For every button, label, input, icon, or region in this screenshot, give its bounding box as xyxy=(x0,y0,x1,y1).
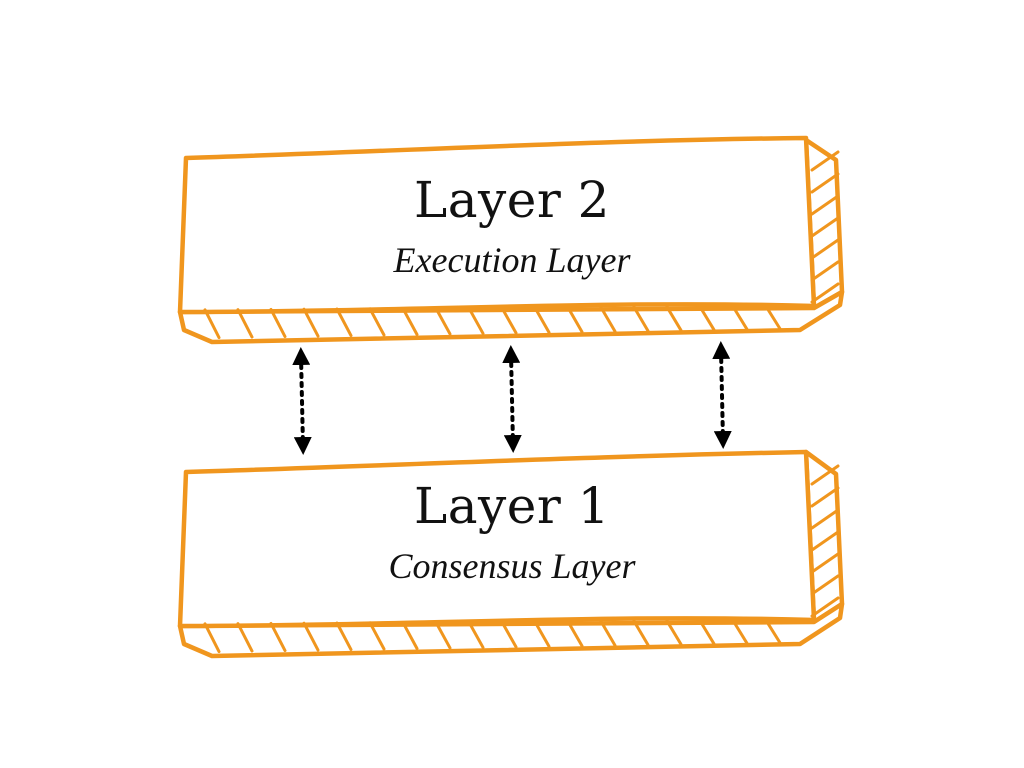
slab-hatch-line xyxy=(500,306,518,335)
slab-hatch-line xyxy=(269,307,287,339)
slab-hatch-line xyxy=(665,305,683,332)
slab-hatch-line xyxy=(566,620,584,648)
slab-hatch-line xyxy=(302,621,320,652)
slab-hatch-line xyxy=(401,621,419,650)
slab-hatch-line xyxy=(467,306,485,335)
slab-hatch-line xyxy=(599,619,617,647)
layer-2-label: Layer 2 Execution Layer xyxy=(192,172,832,282)
slab-hatch-line xyxy=(335,307,353,338)
slab-hatch-line xyxy=(566,306,584,334)
slab-hatch-line xyxy=(302,307,320,338)
slab-hatch-line xyxy=(236,622,254,653)
slab-hatch-line xyxy=(335,621,353,652)
slab-hatch-line xyxy=(368,307,386,337)
connector-arrow-right xyxy=(712,341,732,449)
slab-hatch-line xyxy=(810,596,840,618)
slab-hatch-line xyxy=(599,305,617,333)
slab-hatch-line xyxy=(500,620,518,649)
slab-hatch-line xyxy=(698,305,716,332)
connector-arrow-center xyxy=(502,345,522,453)
connector-arrow-left xyxy=(292,347,312,455)
slab-hatch-line xyxy=(434,620,452,650)
slab-hatch-line xyxy=(632,305,650,333)
layer-1-label: Layer 1 Consensus Layer xyxy=(192,478,832,588)
layer-1-title: Layer 1 xyxy=(414,477,610,535)
slab-hatch-line xyxy=(731,619,749,645)
slab-hatch-line xyxy=(434,306,452,336)
slab-hatch-line xyxy=(203,308,221,340)
slab-hatch-line xyxy=(203,622,221,654)
slab-hatch-line xyxy=(236,308,254,339)
slab-hatch-line xyxy=(731,305,749,331)
slab-hatch-line xyxy=(632,619,650,647)
slab-hatch-line xyxy=(698,619,716,646)
slab-hatch-line xyxy=(810,282,840,304)
slab-hatch-line xyxy=(401,307,419,336)
slab-hatch-line xyxy=(368,621,386,651)
slab-hatch-line xyxy=(467,620,485,649)
slab-hatch-line xyxy=(810,150,840,172)
layer-1-subtitle: Consensus Layer xyxy=(388,546,636,586)
slab-hatch-line xyxy=(269,621,287,653)
slab-hatch-line xyxy=(665,619,683,646)
slab-hatch-line xyxy=(533,306,551,334)
slab-hatch-line xyxy=(764,304,782,331)
slab-hatch-line xyxy=(764,618,782,645)
slab-hatch-line xyxy=(533,620,551,648)
layer-2-subtitle: Execution Layer xyxy=(393,240,631,280)
layer-2-title: Layer 2 xyxy=(414,171,610,229)
